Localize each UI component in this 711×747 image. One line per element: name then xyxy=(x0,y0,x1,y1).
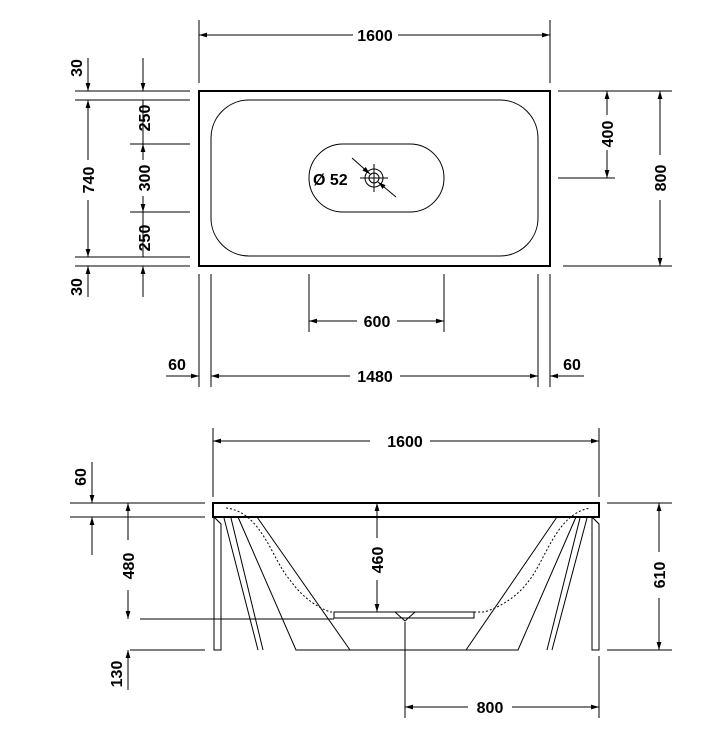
drain-spacing-label: 600 xyxy=(364,314,391,331)
tub-shell xyxy=(237,516,577,651)
zone-bottom-label: 250 xyxy=(137,225,154,252)
drain-offset-label: 400 xyxy=(600,121,617,148)
inner-panel-lines xyxy=(256,516,558,651)
right-leg-diagonal xyxy=(546,517,588,651)
overall-height-label: 610 xyxy=(652,562,669,589)
rim-right-label: 60 xyxy=(563,357,581,374)
top-overall-length-label: 1600 xyxy=(357,28,393,45)
left-leg-diagonal xyxy=(223,517,264,651)
rim-top-label: 30 xyxy=(69,59,86,77)
inside-depth-label: 480 xyxy=(121,553,138,580)
tub-outer-outline xyxy=(198,90,551,267)
left-leg xyxy=(213,515,222,651)
rim-height-label: 60 xyxy=(73,468,90,486)
inner-width-label: 740 xyxy=(81,167,98,194)
top-overall-width-label: 800 xyxy=(653,165,670,192)
drain-zone xyxy=(308,143,445,213)
water-depth-label: 460 xyxy=(370,547,387,574)
inner-basin-dashed xyxy=(225,507,591,613)
foot-height-label: 130 xyxy=(109,661,126,688)
tub-inner-basin xyxy=(210,99,539,257)
zone-middle-label: 300 xyxy=(137,165,154,192)
rim-left-label: 60 xyxy=(168,357,186,374)
zone-top-label: 250 xyxy=(137,105,154,132)
drain-position-label: 800 xyxy=(477,700,504,717)
tub-rim xyxy=(212,502,600,518)
right-leg xyxy=(591,515,600,651)
top-view: Ø 52 1600 400 800 740 30 30 xyxy=(69,20,672,387)
drain-icon xyxy=(351,157,397,198)
drain-diameter-label: Ø 52 xyxy=(313,172,348,189)
side-view: 1600 60 480 130 460 610 800 xyxy=(70,428,672,718)
rim-bottom-label: 30 xyxy=(69,278,86,296)
bottom-drain-icon xyxy=(333,611,475,622)
side-overall-length-label: 1600 xyxy=(387,434,423,451)
inner-length-label: 1480 xyxy=(357,369,393,386)
